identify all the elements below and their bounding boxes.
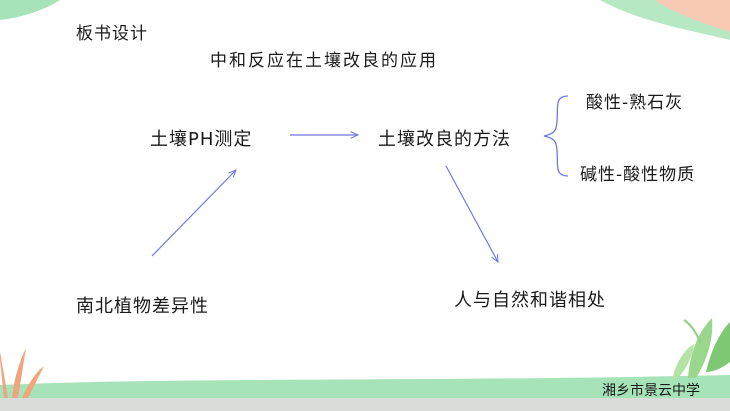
bottom-mint-band <box>0 375 730 398</box>
node-acidic: 酸性-熟石灰 <box>586 93 684 113</box>
node-alkaline: 碱性-酸性物质 <box>580 165 696 185</box>
method-brace <box>543 95 569 177</box>
node-harmony: 人与自然和谐相处 <box>454 290 606 311</box>
node-regional-diff: 南北植物差异性 <box>76 296 209 317</box>
node-soil-ph: 土壤PH测定 <box>150 129 253 150</box>
school-watermark: 湘乡市景云中学 <box>602 382 700 398</box>
top-left-mint-blob <box>0 0 60 20</box>
bottom-scroll-strip <box>0 398 730 411</box>
top-right-peach-blob <box>655 0 730 32</box>
node-improve-method: 土壤改良的方法 <box>378 129 511 150</box>
decor-layer <box>0 0 730 398</box>
board-subtitle: 中和反应在土壤改良的应用 <box>210 51 438 71</box>
arrow-diff-to-ph <box>151 170 236 257</box>
diagram-connectors <box>151 95 569 398</box>
slide-canvas: 板书设计 中和反应在土壤改良的应用 土壤PH测定 土壤改良的方法 酸性-熟石灰 … <box>0 0 730 398</box>
arrow-method-to-harmony <box>445 165 498 262</box>
board-heading: 板书设计 <box>76 24 148 44</box>
bottom-right-leaf-decor <box>672 318 730 380</box>
bottom-left-grass-decor <box>0 348 44 398</box>
